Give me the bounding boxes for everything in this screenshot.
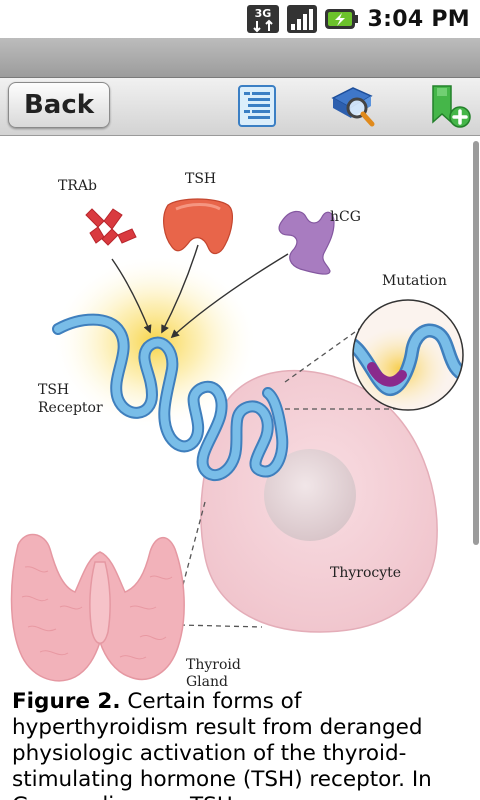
table-of-contents-icon[interactable] bbox=[233, 82, 281, 130]
activation-arrows bbox=[111, 244, 289, 339]
nucleus bbox=[264, 449, 356, 541]
battery-charging-icon bbox=[324, 9, 358, 29]
label-thyrocyte: Thyrocyte bbox=[330, 565, 401, 581]
connector-lines bbox=[174, 326, 400, 628]
caption-figure-label: Figure 2. bbox=[12, 689, 121, 714]
figure-2-diagram: TRAb TSH hCG Mutation TSH Receptor Thyro… bbox=[10, 171, 464, 689]
back-button[interactable]: Back bbox=[8, 82, 110, 128]
thyroid-gland bbox=[10, 533, 185, 682]
label-hcg: hCG bbox=[330, 209, 361, 225]
search-icon[interactable] bbox=[329, 82, 377, 130]
scrollbar[interactable] bbox=[473, 141, 479, 545]
trab-antibody bbox=[85, 208, 137, 246]
label-trab: TRAb bbox=[58, 178, 97, 194]
status-bar: 3G 3:04 PM bbox=[0, 0, 480, 38]
label-thyroid-line1: Thyroid bbox=[186, 657, 241, 673]
article-content[interactable]: TRAb TSH hCG Mutation TSH Receptor Thyro… bbox=[0, 137, 480, 800]
thyroid-texture bbox=[21, 566, 173, 660]
mutation-magnifier bbox=[352, 299, 464, 411]
toolbar: Back bbox=[0, 78, 480, 136]
title-bar bbox=[0, 38, 480, 78]
label-mutation: Mutation bbox=[382, 273, 447, 289]
figure-caption: Figure 2. Certain forms of hyperthyroidi… bbox=[12, 689, 467, 800]
mutation-segment bbox=[367, 362, 407, 387]
label-thyroid-line2: Gland bbox=[186, 674, 228, 689]
label-tsh-receptor-line2: Receptor bbox=[38, 400, 103, 416]
label-tsh-receptor-line1: TSH bbox=[38, 382, 69, 398]
clock: 3:04 PM bbox=[367, 6, 470, 32]
tsh-hormone bbox=[163, 198, 234, 255]
caption-text: Certain forms of hyperthyroidism result … bbox=[12, 689, 432, 800]
add-bookmark-icon[interactable] bbox=[425, 82, 473, 130]
hcg-hormone bbox=[278, 210, 335, 275]
label-tsh: TSH bbox=[185, 171, 216, 187]
3g-data-icon: 3G bbox=[246, 5, 279, 33]
status-icons: 3G 3:04 PM bbox=[246, 2, 471, 36]
signal-strength-icon bbox=[286, 5, 317, 33]
network-type-label: 3G bbox=[254, 7, 271, 20]
